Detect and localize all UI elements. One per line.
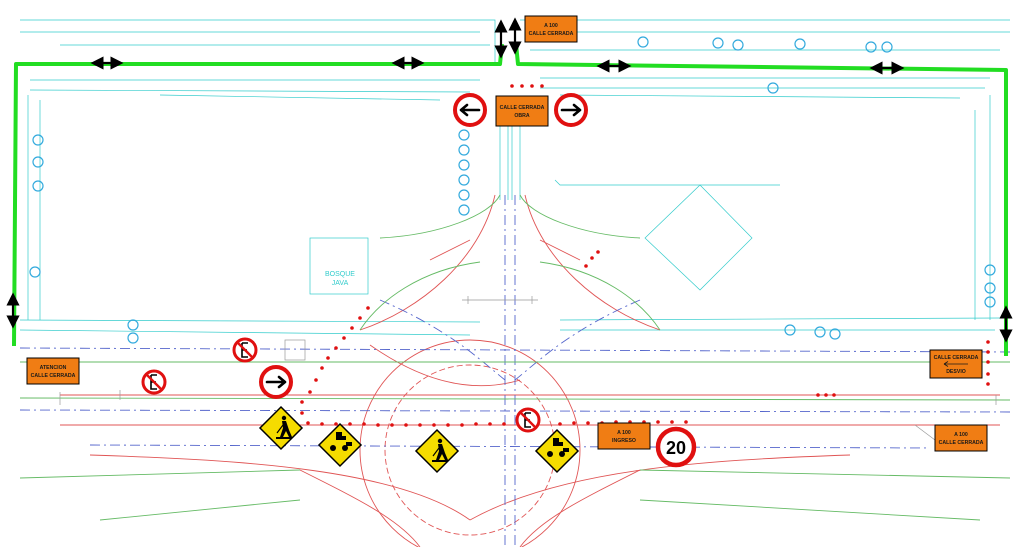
panel-text: A 100: [544, 23, 558, 29]
tree-clusters: [29, 36, 996, 344]
mandatory-right-sign-lower: [259, 365, 293, 399]
info-panel-center-closure: CALLE CERRADA OBRA: [495, 95, 549, 127]
flow-arrows: [6, 17, 1013, 343]
panel-text: ATENCION: [40, 365, 67, 371]
no-parking-sign: [232, 337, 258, 363]
map-label-line1: BOSQUE: [325, 271, 355, 278]
no-parking-sign: [515, 407, 541, 433]
arrow-left-icon: [943, 361, 968, 367]
mandatory-left-sign: [453, 93, 487, 127]
road-machinery-icon: [330, 432, 352, 451]
cad-road-green: [19, 194, 1011, 521]
cad-details-grey: [59, 296, 997, 441]
cad-road-blue: [19, 195, 1011, 547]
cad-road-red: [60, 194, 1000, 547]
cad-background: BOSQUE JAVA: [19, 19, 1011, 547]
panel-text: CALLE CERRADA: [934, 355, 979, 361]
road-works-icon: [432, 438, 448, 462]
road-works-icon: [276, 415, 292, 439]
info-panel-right-detour: CALLE CERRADA DESVIO: [929, 349, 983, 379]
panel-text: CALLE CERRADA: [529, 31, 574, 37]
no-parking-sign: [141, 369, 167, 395]
mandatory-right-sign: [554, 93, 588, 127]
panel-text: CALLE CERRADA: [31, 373, 76, 379]
speed-limit-sign: 20: [655, 426, 697, 468]
info-panel-far-right-closure: A 100 CALLE CERRADA: [934, 424, 988, 452]
dotted-barriers: [300, 84, 990, 427]
map-label-line2: JAVA: [332, 280, 349, 287]
panel-text: DESVIO: [946, 369, 966, 375]
road-works-sign: [414, 428, 460, 474]
info-panel-left-closure: ATENCION CALLE CERRADA: [26, 357, 80, 385]
panel-text: OBRA: [514, 113, 530, 119]
panel-text: CALLE CERRADA: [939, 440, 984, 446]
arrow-right-icon: [560, 103, 582, 117]
road-machinery-icon: [547, 438, 569, 457]
panel-text: A 100: [954, 432, 968, 438]
cad-building-top: [19, 19, 1010, 336]
road-works-sign: [258, 405, 304, 451]
panel-text: A 100: [617, 430, 631, 436]
road-machinery-sign: [317, 422, 363, 468]
arrow-right-icon: [265, 375, 287, 389]
info-panel-top-closure: A 100 CALLE CERRADA: [524, 15, 578, 43]
speed-limit-value: 20: [666, 438, 686, 458]
arrow-left-icon: [459, 103, 481, 117]
info-panel-bottom-entry: A 100 INGRESO: [597, 422, 651, 450]
road-machinery-sign: [534, 428, 580, 474]
panel-text: INGRESO: [612, 438, 636, 444]
panel-text: CALLE CERRADA: [500, 105, 545, 111]
